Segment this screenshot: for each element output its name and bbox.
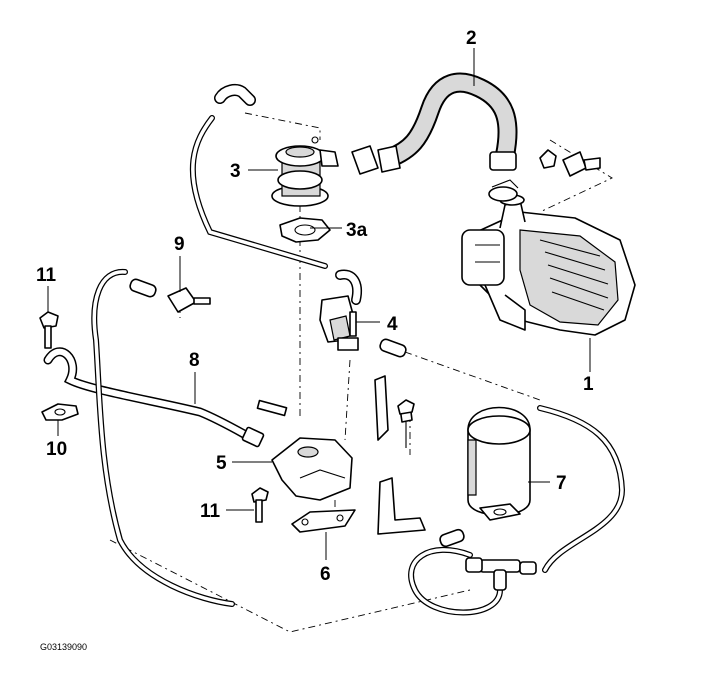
callout-11-bottom: 11: [200, 501, 221, 522]
valve-mount-part-5: [271, 437, 353, 501]
hose-clamp-icon: [488, 179, 519, 202]
callout-5: 5: [216, 453, 227, 474]
leader-lines: [47, 48, 591, 560]
small-hose-icon: [214, 84, 256, 106]
callout-11-top: 11: [36, 265, 57, 286]
vacuum-reservoir-part-7: [467, 406, 531, 521]
gasket-part-3a: [279, 217, 331, 243]
callout-7: 7: [556, 473, 567, 494]
callout-3a: 3a: [346, 220, 368, 241]
air-hose-part-2: [351, 72, 518, 175]
pipe-part-8: [43, 347, 265, 448]
solenoid-valve-part-4: [319, 269, 362, 351]
figure-code: G03139090: [40, 642, 87, 652]
connector-part-9: [167, 287, 211, 313]
callout-9: 9: [174, 234, 185, 255]
hose-connector-icon: [129, 278, 465, 548]
callout-8: 8: [189, 350, 200, 371]
air-pump-part-1: [461, 194, 636, 336]
callout-3: 3: [230, 161, 241, 182]
gasket-part-10: [41, 403, 79, 421]
bolt-part-11: [39, 311, 415, 523]
pump-fitting-icon: [539, 149, 601, 177]
check-valve-part-3: [271, 136, 339, 207]
callout-4: 4: [387, 314, 398, 335]
assembly-guide-lines: [109, 112, 613, 633]
vacuum-line-left-icon: [91, 268, 235, 607]
support-bracket-icon: [374, 375, 426, 535]
tee-fitting-icon: [465, 557, 537, 591]
callout-6: 6: [320, 564, 331, 585]
vacuum-line-icon: [189, 115, 328, 269]
callout-1: 1: [583, 374, 594, 395]
callout-labels: 1 2 3 3a 4 5 6 7 8 9 10 11 11: [36, 28, 594, 585]
vacuum-line-right-icon: [408, 405, 626, 616]
callout-10: 10: [46, 439, 67, 460]
bracket-part-6: [291, 509, 356, 533]
callout-2: 2: [466, 28, 477, 49]
